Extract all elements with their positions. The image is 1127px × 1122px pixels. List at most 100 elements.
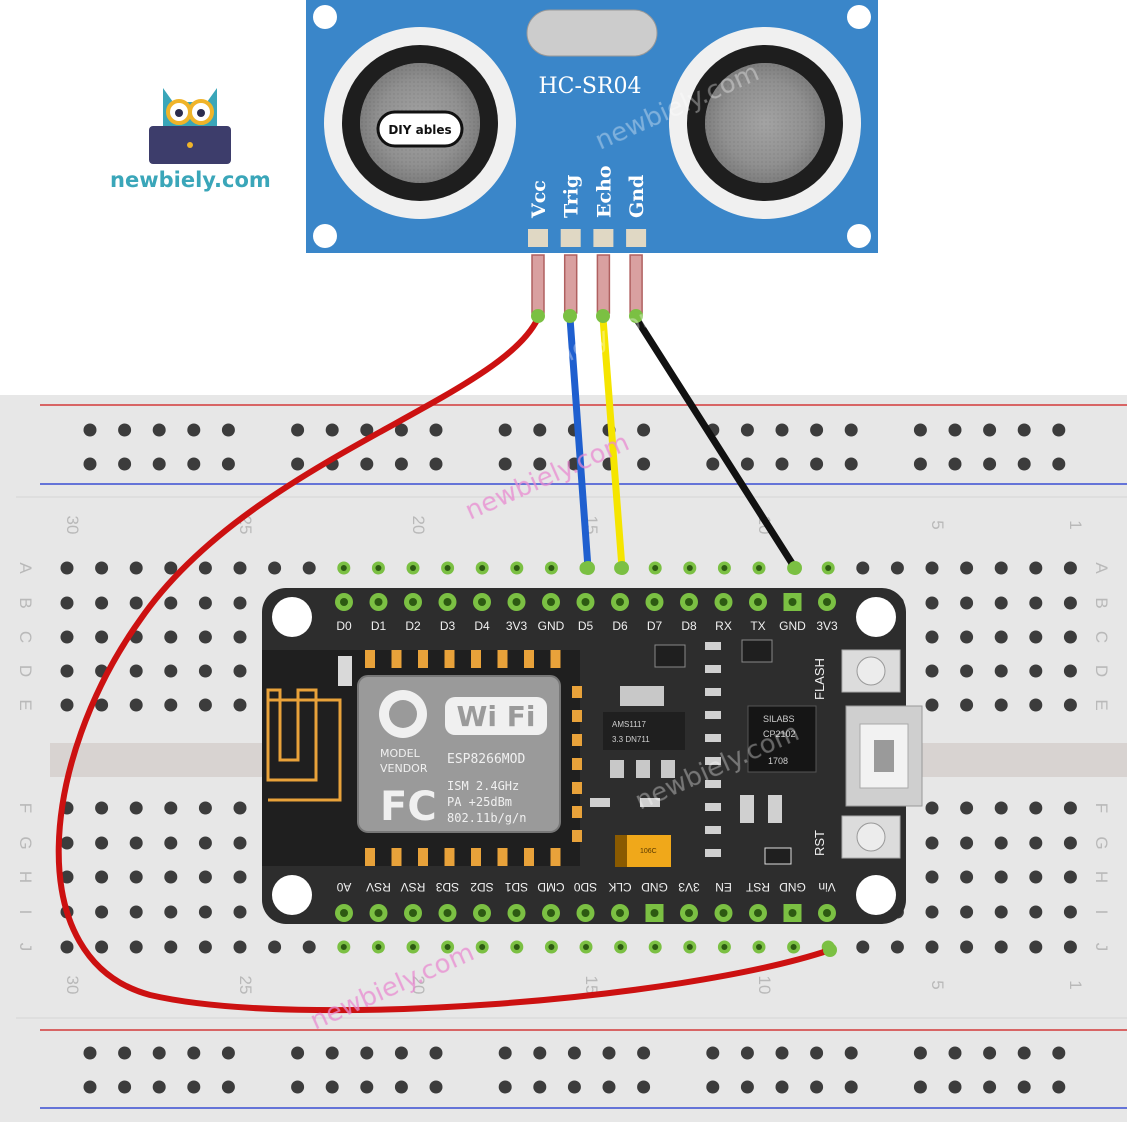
rail-hole [810, 457, 824, 471]
strip-hole-center [444, 565, 451, 571]
gnd-to-gnd-wire[interactable] [632, 314, 799, 572]
rail-hole [152, 457, 166, 471]
sensor-pin-label: Trig [561, 175, 583, 218]
row-letter: G [16, 836, 35, 849]
strip-hole [1029, 630, 1043, 644]
echo-to-d6-wire[interactable] [599, 314, 626, 572]
flash-button[interactable] [841, 649, 901, 693]
strip-hole [95, 836, 109, 850]
board-top-pin-label: GND [538, 619, 565, 633]
rail-hole [83, 1080, 97, 1094]
board-bottom-pin-label: SD1 [505, 880, 529, 894]
rail-hole [1052, 423, 1066, 437]
rail-hole [810, 1046, 824, 1060]
board-top-pin-label: D2 [405, 619, 421, 633]
strip-hole [856, 561, 870, 575]
strip-hole [960, 698, 974, 712]
strip-hole [164, 561, 178, 575]
strip-hole [95, 561, 109, 575]
rail-hole [221, 1046, 235, 1060]
sensor-pin-leg [531, 254, 545, 314]
vcc-to-vin-wire[interactable] [55, 315, 833, 1014]
wire-end-connectors [531, 309, 837, 957]
board-pin-center [374, 909, 383, 917]
strip-hole-center [513, 944, 520, 950]
board-top-pin-label: 3V3 [816, 619, 838, 633]
module-pad [572, 830, 582, 842]
board-pin-center [788, 909, 797, 917]
strip-hole [302, 561, 316, 575]
strip-hole [233, 664, 247, 678]
voltage-regulator: AMS1117 3.3 DN711 [603, 686, 685, 778]
board-pin-center [788, 598, 797, 606]
strip-hole [1063, 870, 1077, 884]
strip-hole [60, 596, 74, 610]
strip-hole [198, 836, 212, 850]
rail-hole [602, 1080, 616, 1094]
strip-hole [994, 836, 1008, 850]
rail-hole [429, 1046, 443, 1060]
regulator-label: AMS1117 [612, 720, 646, 729]
strip-hole [1029, 801, 1043, 815]
rail-hole [394, 457, 408, 471]
rail-hole [83, 457, 97, 471]
module-pad [391, 650, 402, 668]
strip-hole [1063, 836, 1077, 850]
board-bottom-pin-label: RSV [366, 880, 391, 894]
board-top-pin-label: D4 [474, 619, 490, 633]
row-letter: H [16, 871, 35, 883]
strip-hole-center [479, 565, 486, 571]
rail-hole [498, 457, 512, 471]
strip-hole [129, 836, 143, 850]
module-pad [572, 806, 582, 818]
trig-to-d5-wire[interactable] [566, 314, 592, 572]
board-pin-center [581, 909, 590, 917]
strip-hole [198, 905, 212, 919]
row-letter: I [1092, 910, 1111, 915]
micro-usb-port[interactable] [845, 705, 923, 807]
rail-hole [913, 1046, 927, 1060]
row-letter: I [16, 910, 35, 915]
module-pad [572, 782, 582, 794]
rail-hole [740, 423, 754, 437]
board-pin-center [443, 598, 452, 606]
rail-hole [187, 1046, 201, 1060]
strip-hole [95, 870, 109, 884]
rail-hole [948, 457, 962, 471]
strip-hole [994, 664, 1008, 678]
column-number: 30 [63, 516, 82, 535]
rail-hole [152, 423, 166, 437]
board-pin-center [754, 909, 762, 917]
rail-hole [291, 1046, 305, 1060]
strip-hole [60, 870, 74, 884]
reset-button[interactable] [841, 815, 901, 859]
column-number: 1 [1066, 980, 1085, 989]
rst-label: RST [812, 830, 827, 856]
strip-hole-center [583, 944, 589, 950]
strip-hole [994, 630, 1008, 644]
brand-text: newbiely.com [110, 168, 271, 192]
module-protocol-label: 802.11b/g/n [447, 811, 526, 825]
strip-hole [129, 801, 143, 815]
rail-hole [498, 1080, 512, 1094]
rail-hole [83, 1046, 97, 1060]
rail-hole [1017, 457, 1031, 471]
rail-hole [844, 1046, 858, 1060]
strip-hole [925, 664, 939, 678]
strip-hole [890, 940, 904, 954]
row-letter: A [16, 562, 35, 574]
strip-hole [164, 596, 178, 610]
rail-hole [637, 457, 651, 471]
strip-hole-center [617, 944, 624, 950]
strip-hole [960, 905, 974, 919]
column-number: 5 [928, 980, 947, 989]
module-vendor-label: VENDOR [380, 762, 428, 775]
board-pin-center [685, 909, 693, 917]
strip-hole-center [513, 565, 520, 571]
tantalum-capacitor: 106C [615, 835, 671, 867]
rail-hole [948, 423, 962, 437]
rail-hole [429, 457, 443, 471]
diyables-logo: DIY ables [376, 110, 464, 148]
sensor-model-label: HC-SR04 [538, 74, 641, 99]
